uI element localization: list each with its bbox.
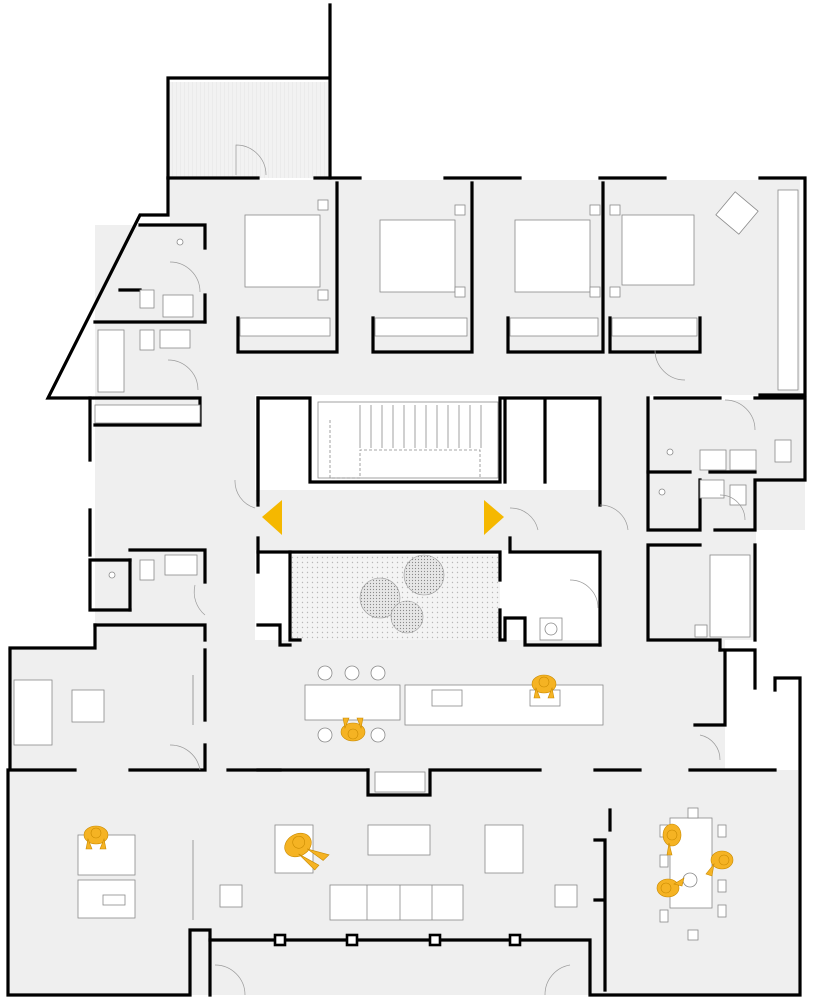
person-figure-icon [83,825,109,850]
triangle-arrow-icon [484,500,504,535]
person-figure-icon [705,850,734,877]
person-figure-icon [284,832,330,871]
entry-arrows [262,500,504,535]
floor-areas [8,82,805,995]
walls [6,3,807,997]
staircase [317,401,499,479]
triangle-arrow-icon [262,500,282,535]
person-figure-icon [662,823,682,856]
door-swings [167,144,756,996]
furniture [13,189,799,941]
people-figures [83,674,734,898]
person-figure-icon [656,877,685,898]
person-figure-icon [340,717,366,742]
person-figure-icon [531,674,557,699]
planter-trees [359,554,445,634]
